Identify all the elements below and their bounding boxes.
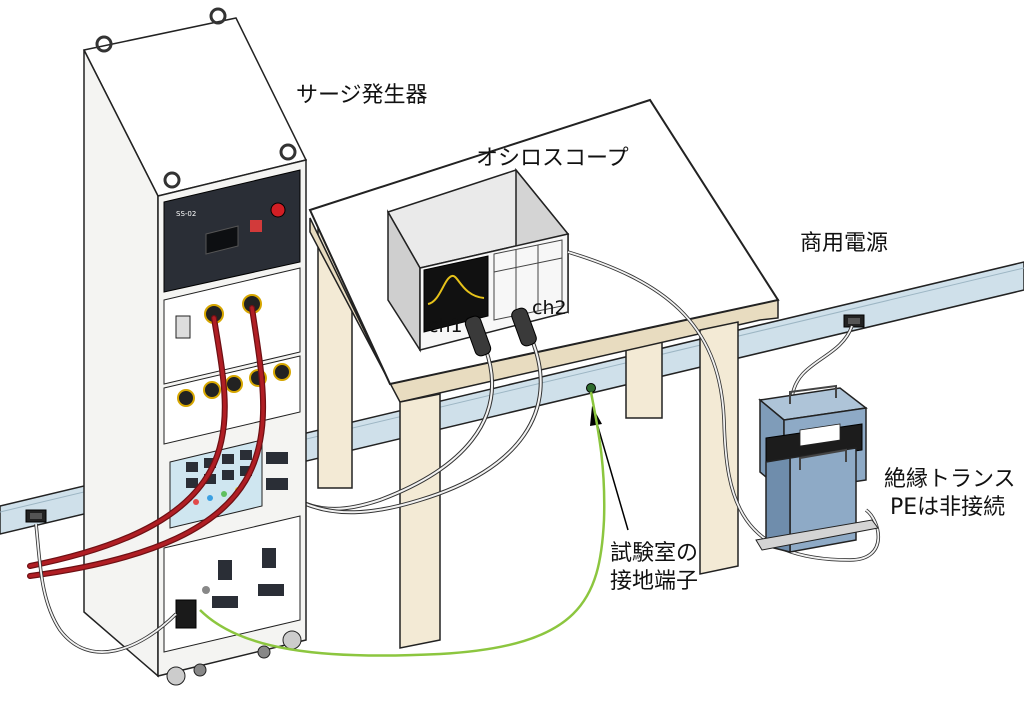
emergency-stop-button xyxy=(270,202,286,218)
surge-generator-cabinet: SS-02 xyxy=(82,7,308,686)
eye-bolt xyxy=(209,7,227,25)
wall-outlet-right xyxy=(843,314,865,328)
probe-connector-ch1 xyxy=(464,315,492,357)
surge-output-cables xyxy=(27,305,266,579)
table xyxy=(308,98,780,649)
label-transformer-line1: 絶縁トランス xyxy=(884,467,1016,492)
isolation-transformer xyxy=(755,384,879,553)
ground-pointer-arrow xyxy=(590,406,629,531)
label-oscilloscope: オシロスコープ xyxy=(476,146,629,171)
label-surge-generator: サージ発生器 xyxy=(296,83,428,108)
label-transformer-line2: PEは非接続 xyxy=(890,495,1005,520)
probe-connector-ch2 xyxy=(511,307,537,347)
eye-bolt xyxy=(279,143,297,161)
eye-bolt xyxy=(95,35,113,53)
ground-wire xyxy=(199,391,606,657)
scope-control-panel xyxy=(493,239,563,321)
ground-terminal xyxy=(586,383,596,393)
eye-bolt xyxy=(163,171,181,189)
label-ground-line2: 接地端子 xyxy=(610,569,698,594)
scope-screen xyxy=(423,255,489,333)
label-ch2: ch2 xyxy=(532,297,567,319)
label-commercial-power: 商用電源 xyxy=(800,231,888,256)
oscilloscope xyxy=(386,167,570,353)
waveform-trace xyxy=(427,275,485,305)
panel-model-label: SS-02 xyxy=(176,210,196,218)
display-screen xyxy=(205,225,239,255)
label-ch1: ch1 xyxy=(428,315,463,337)
wall-outlet-left xyxy=(25,509,47,523)
label-ground-line1: 試験室の xyxy=(610,541,698,566)
